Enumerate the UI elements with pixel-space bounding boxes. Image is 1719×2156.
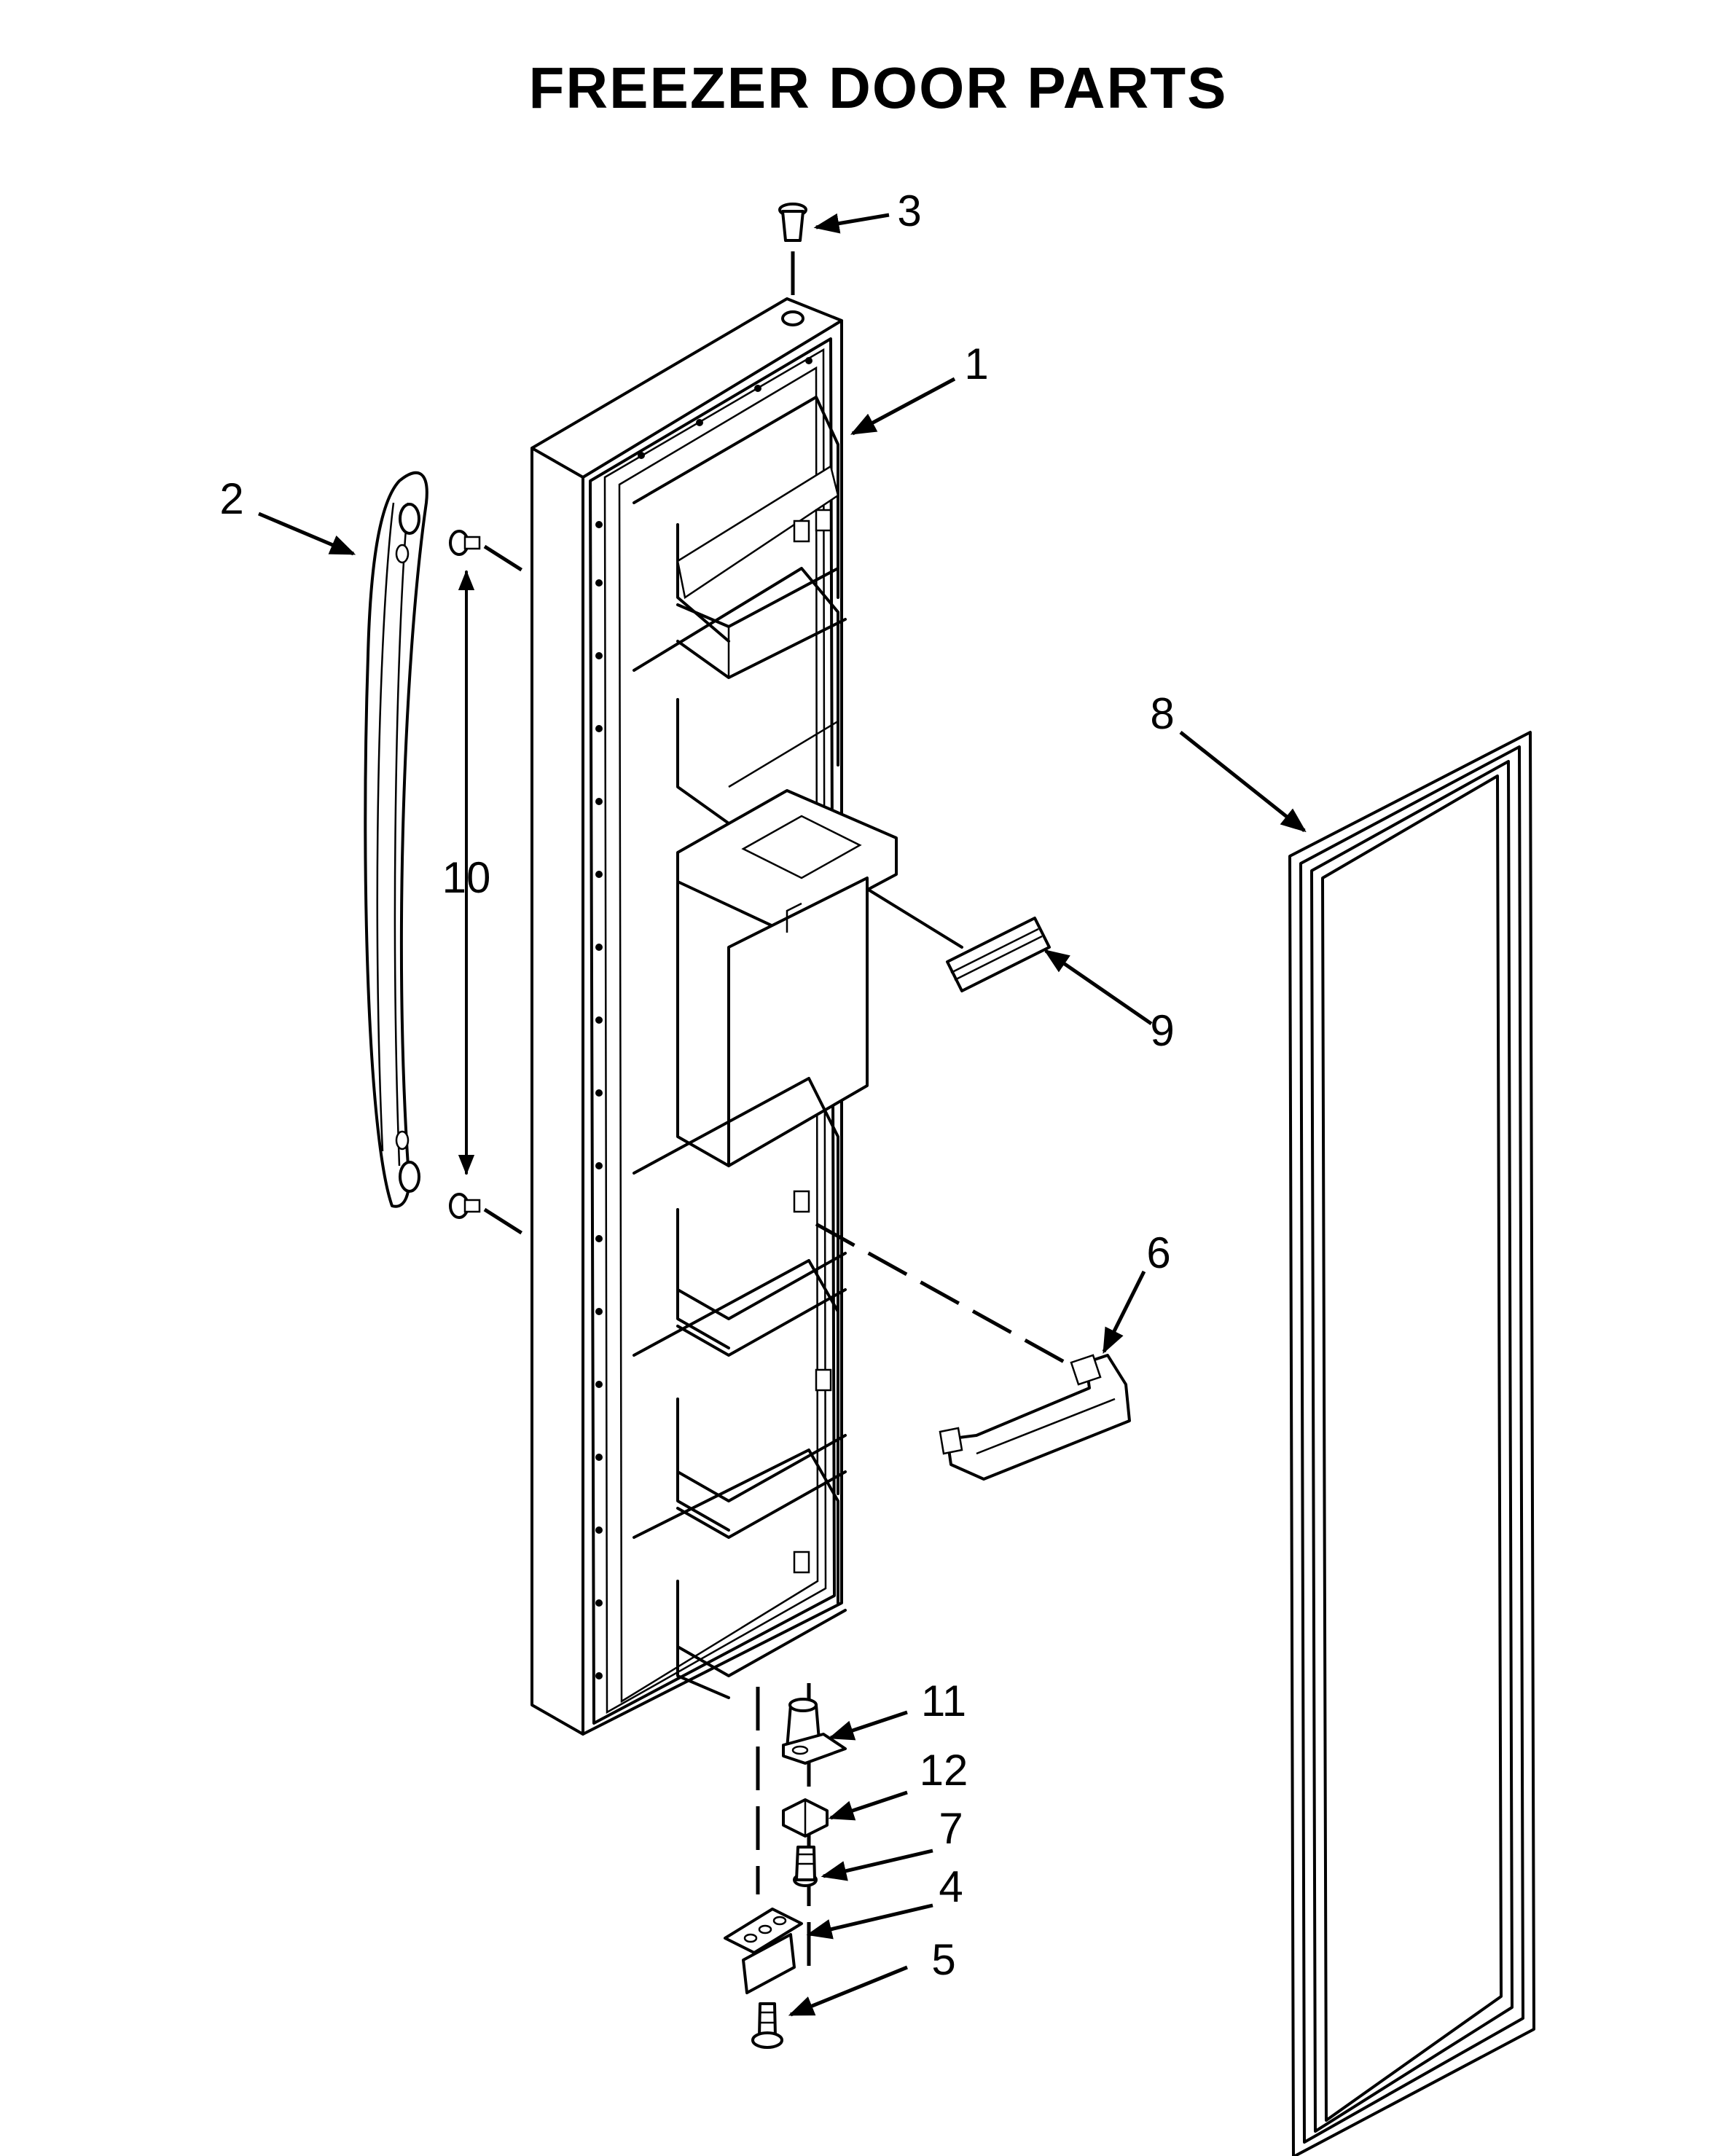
top-bushing: [778, 203, 807, 306]
hinge-shim: [782, 1798, 829, 1838]
dispenser-cavity: [676, 789, 898, 1167]
leader-9: [1043, 949, 1153, 1026]
callout-6: 6: [1146, 1228, 1170, 1277]
callout-1: 1: [964, 340, 988, 388]
handle-mount-screw-top: [449, 530, 532, 578]
freezer-door: [530, 297, 898, 1736]
door-gasket: [1288, 731, 1535, 2156]
leader-8: [1179, 731, 1307, 833]
callout-4: 4: [939, 1862, 963, 1911]
leader-7: [821, 1849, 933, 1881]
hinge-pin: [782, 1698, 847, 1765]
leader-2: [258, 511, 356, 556]
callout-3: 3: [897, 187, 921, 235]
door-rivets: [595, 357, 812, 1679]
leader-3: [813, 213, 890, 234]
hinge-screw: [751, 2002, 783, 2049]
leader-4: [806, 1903, 933, 1940]
hinge-bracket: [724, 1908, 803, 1994]
leader-1: [850, 377, 956, 436]
hinge-screw-small: [793, 1846, 818, 1887]
dispenser-flap: [866, 887, 1051, 992]
callout-9: 9: [1150, 1006, 1174, 1055]
leader-11: [828, 1710, 908, 1741]
leader-12: [828, 1790, 908, 1821]
leader-6: [1102, 1270, 1146, 1355]
diagram-title: FREEZER DOOR PARTS: [528, 55, 1227, 120]
callout-5: 5: [931, 1935, 955, 1984]
callout-labels: 1 2 3 4 5 6 7 8 9 10 11 12: [219, 187, 1174, 1984]
lower-shelves: [633, 1077, 847, 1699]
door-shelf-bin: [815, 1222, 1131, 1481]
leader-5: [788, 1965, 908, 2017]
callout-8: 8: [1150, 689, 1174, 738]
handle-mount-screw-bottom: [449, 1193, 532, 1241]
callout-11: 11: [921, 1677, 966, 1725]
callout-10: 10: [442, 853, 491, 902]
callout-7: 7: [939, 1804, 963, 1853]
callout-12: 12: [920, 1746, 968, 1795]
upper-shelves: [633, 396, 847, 825]
callout-2: 2: [219, 474, 243, 523]
leader-lines: [258, 213, 1307, 2017]
door-handle: [364, 471, 428, 1208]
